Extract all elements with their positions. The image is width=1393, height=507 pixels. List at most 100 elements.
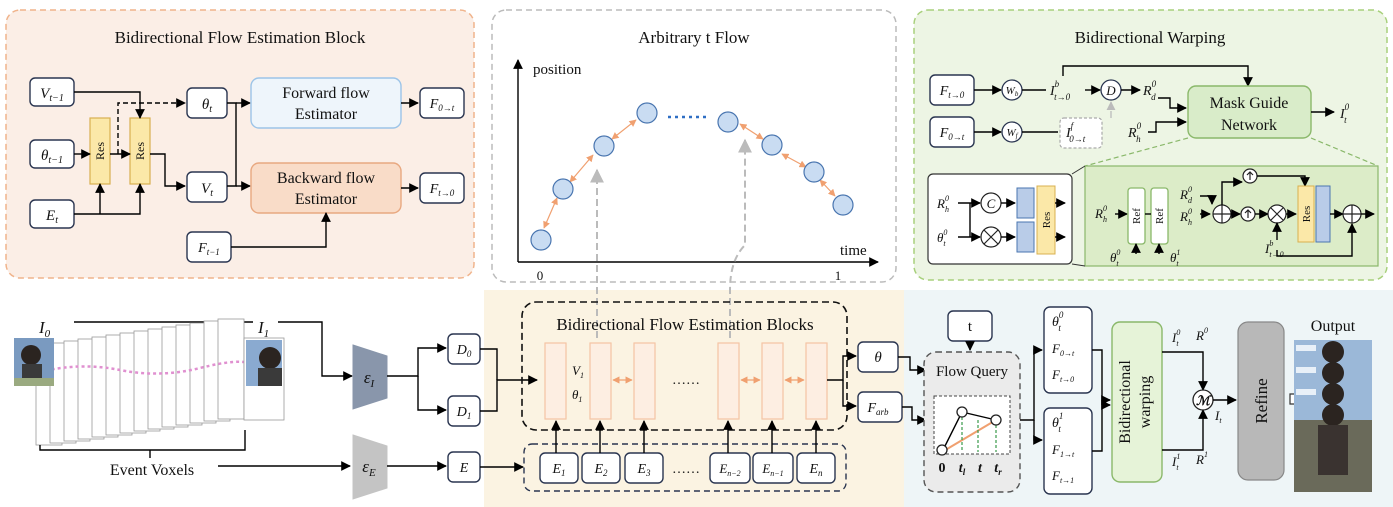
- q-tl: tl: [959, 461, 966, 477]
- res-detail-box: [927, 173, 1073, 265]
- e-label: E: [459, 461, 469, 476]
- flow-node: [530, 229, 552, 251]
- bfeb-title: Bidirectional Flow Estimation Block: [115, 28, 366, 47]
- flow-plot: position time 0 1: [513, 59, 879, 338]
- detail-res: [1297, 185, 1315, 243]
- f-bwd-box: [419, 172, 465, 204]
- f-prev-label: Ft−1: [197, 241, 220, 257]
- wf-label: Wf: [1006, 127, 1018, 140]
- warp-f-t0-label: Ft→0: [939, 84, 965, 100]
- res-block: [1036, 185, 1056, 255]
- theta-in-label: θt−1: [41, 148, 63, 166]
- f-fwd-box: [419, 87, 465, 119]
- if-box: [1059, 117, 1103, 149]
- q-0: 0: [939, 461, 946, 476]
- flow-node: [717, 111, 739, 133]
- blocks-ellipsis: ……: [672, 373, 700, 388]
- tick-0: 0: [537, 268, 544, 283]
- enc-i-label: εI: [364, 368, 376, 390]
- bw-line1: Bidirectional: [1117, 360, 1134, 444]
- flow-node: [803, 161, 825, 183]
- ref2-label: Ref: [1154, 208, 1166, 224]
- res2-label: Res: [133, 142, 147, 160]
- bfeb-blocks-container: [521, 301, 848, 431]
- bfe-block: [805, 342, 828, 420]
- e-in-label: Et: [45, 208, 58, 226]
- d-label: D: [1105, 83, 1116, 98]
- r1-label: R1: [1195, 450, 1208, 467]
- d0-label: D0: [456, 343, 472, 359]
- bidirectional-warping-block: [1111, 321, 1163, 483]
- q-t: t: [978, 461, 983, 476]
- e-item-1: E1: [551, 462, 565, 478]
- pipeline: I0 I1: [14, 301, 1372, 500]
- detail-res-label: Res: [1301, 206, 1313, 223]
- it-label: It: [1214, 408, 1222, 425]
- c-label: C: [987, 196, 996, 211]
- y-label: position: [533, 62, 582, 78]
- flow-node: [552, 178, 574, 200]
- v-out-box: [186, 171, 228, 203]
- fwd-line2: Estimator: [295, 106, 358, 123]
- warp-f-0t-label: F0→t: [939, 126, 965, 142]
- e-items: E1 E2 E3 …… En−2 En−1 En: [539, 452, 836, 484]
- i0-label: I0: [38, 318, 51, 340]
- f-fwd-label: F0→t: [429, 97, 455, 113]
- flow-node: [761, 134, 783, 156]
- q-tr: tr: [994, 461, 1002, 477]
- res1-label: Res: [93, 142, 107, 160]
- flow-query-label: Flow Query: [936, 364, 1009, 380]
- farb-label: Farb: [866, 401, 889, 417]
- fwd-line1: Forward flow: [282, 85, 370, 102]
- e-item-2: E2: [593, 462, 608, 478]
- res-detail-label: Res: [1041, 212, 1053, 229]
- bw-line2: warping: [1137, 376, 1154, 428]
- warp-title: Bidirectional Warping: [1075, 28, 1226, 47]
- e-ellipsis: ……: [672, 462, 700, 477]
- mask-line2: Network: [1221, 117, 1277, 134]
- bfeb-diagram: Vt−1 θt−1 Et Res Res θt Vt Forward flow …: [29, 77, 465, 263]
- bfe-block: [544, 342, 567, 420]
- frame-i1-photo: [243, 337, 285, 421]
- conv-block: [1016, 187, 1035, 219]
- frame-i0-photo: [14, 338, 54, 386]
- e-container: [523, 443, 847, 492]
- flow-node: [593, 135, 615, 157]
- event-voxel-stack: [35, 318, 245, 446]
- e-item-3: E3: [636, 462, 651, 478]
- mask-line1: Mask Guide: [1210, 95, 1289, 112]
- bwd-line2: Estimator: [295, 191, 358, 208]
- bfe-block: [717, 342, 740, 420]
- flow-panel: [491, 9, 897, 283]
- v-in-label: Vt−1: [40, 86, 64, 104]
- out0-f2: Ft→0: [1051, 367, 1074, 384]
- tick-1: 1: [835, 268, 842, 283]
- t-label: t: [968, 319, 973, 335]
- image-encoder: [352, 344, 388, 410]
- bfe-block: [633, 342, 656, 420]
- v1-label: V1: [572, 363, 584, 380]
- i1-label: I1: [257, 318, 269, 340]
- d1-label: D1: [456, 405, 472, 421]
- bwd-line1: Backward flow: [277, 170, 376, 187]
- theta1-label: θ1: [572, 387, 582, 404]
- event-encoder: [352, 434, 388, 500]
- flow-node: [636, 102, 658, 124]
- r0-label: R0: [1195, 326, 1208, 343]
